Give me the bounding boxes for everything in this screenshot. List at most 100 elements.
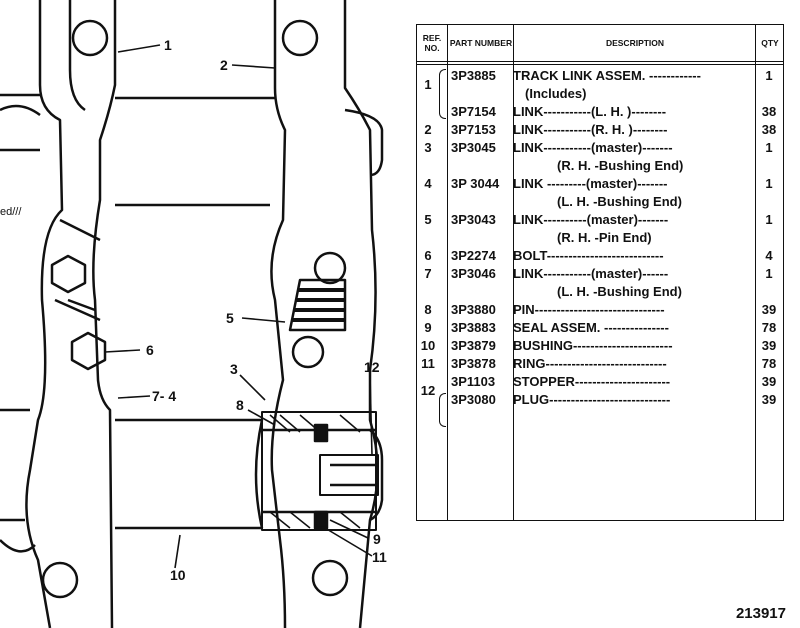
desc-cell: LINK----------(master)------- [513, 212, 669, 227]
qty-cell: 38 [761, 122, 777, 137]
desc-cell: STOPPER---------------------- [513, 374, 671, 389]
table-row: (R. H. -Pin End) [417, 229, 783, 247]
header-qty: QTY [761, 38, 779, 48]
qty-cell: 1 [765, 176, 773, 191]
callout-3: 3 [230, 361, 238, 377]
right-link-outline [270, 0, 287, 628]
part-cell: 3P3879 [451, 338, 496, 353]
qty-cell: 4 [765, 248, 773, 263]
pin-section [261, 411, 377, 531]
table-row: 12 3P1103 STOPPER---------------------- 39 [417, 373, 783, 398]
table-row: 5 3P3043 LINK----------(master)------- 1 [417, 211, 783, 229]
desc-cell: RING---------------------------- [513, 356, 667, 371]
desc-cell: PLUG---------------------------- [513, 392, 671, 407]
seal-lower [313, 510, 329, 530]
right-pin-hole-bottom [311, 559, 349, 597]
callout-11: 11 [372, 549, 387, 565]
figure-number: 213917 [735, 605, 786, 622]
desc-cell: (L. H. -Bushing End) [557, 284, 682, 299]
ref-cell: 11 [421, 356, 435, 371]
right-pin-hole-mid2 [291, 335, 325, 369]
ref-cell: 1 [424, 77, 432, 92]
qty-cell: 1 [765, 266, 773, 281]
qty-cell: 1 [765, 140, 773, 155]
desc-cell: TRACK LINK ASSEM. ------------ [513, 68, 701, 83]
table-row: 3P3080 PLUG---------------------------- 39 [417, 391, 783, 409]
callout-10: 10 [170, 567, 186, 583]
stopper-plug [319, 454, 379, 496]
upper-cross-member [115, 96, 275, 207]
left-pin-hole-top [71, 19, 109, 57]
qty-cell: 39 [761, 338, 777, 353]
table-row: 10 3P3879 BUSHING----------------------- 39 [417, 337, 783, 355]
part-cell: 3P 3044 [451, 176, 500, 191]
callout-9: 9 [373, 531, 381, 547]
bolt-head-lower [70, 331, 107, 371]
desc-cell: (R. H. -Bushing End) [557, 158, 684, 173]
part-cell: 3P1103 [451, 374, 496, 389]
table-row: (R. H. -Bushing End) [417, 157, 783, 175]
part-cell: 3P3878 [451, 356, 496, 371]
left-pin-hole-bottom [41, 561, 79, 599]
ref-cell: 7 [424, 266, 432, 281]
ref-cell: 8 [424, 302, 432, 317]
qty-cell: 38 [761, 104, 777, 119]
desc-cell: BUSHING----------------------- [513, 338, 673, 353]
part-cell: 3P3883 [451, 320, 496, 335]
right-pin-hole-top [281, 19, 319, 57]
seal-upper [313, 423, 329, 443]
desc-cell: (L. H. -Bushing End) [557, 194, 682, 209]
part-cell: 3P7153 [451, 122, 496, 137]
callout-8: 8 [236, 397, 244, 413]
table-row: (Includes) [417, 85, 783, 103]
ref-cell: 9 [424, 320, 432, 335]
ref-cell: 3 [424, 140, 432, 155]
right-pin-hole-mid1 [313, 251, 347, 285]
bolt-head-upper [50, 254, 87, 294]
callout-2: 2 [220, 57, 228, 73]
brace-group-12 [439, 393, 446, 427]
desc-cell: (R. H. -Pin End) [557, 230, 652, 245]
brace-group-1 [439, 69, 446, 119]
track-link-diagram: 1 2 5 6 7- 4 3 8 12 9 11 10 [0, 0, 387, 628]
qty-cell: 78 [761, 320, 777, 335]
ref-cell: 4 [424, 176, 432, 191]
qty-cell: 78 [761, 356, 777, 371]
bushing-body [115, 418, 264, 530]
qty-cell: 39 [761, 392, 777, 407]
qty-cell: 39 [761, 374, 777, 389]
stray-text: ed/// [0, 206, 22, 218]
qty-cell: 39 [761, 302, 777, 317]
table-row: (L. H. -Bushing End) [417, 193, 783, 211]
table-row: 11 3P3878 RING----------------------------… [417, 355, 783, 373]
table-row: (L. H. -Bushing End) [417, 283, 783, 301]
table-row: 9 3P3883 SEAL ASSEM. --------------- 78 [417, 319, 783, 337]
part-cell: 3P3080 [451, 392, 496, 407]
part-cell: 3P3043 [451, 212, 496, 227]
part-cell: 3P3880 [451, 302, 496, 317]
desc-cell: LINK-----------(master)------ [513, 266, 669, 281]
ref-cell: 12 [420, 383, 436, 398]
callout-5: 5 [226, 310, 234, 326]
qty-cell: 1 [765, 212, 773, 227]
ref-cell: 5 [424, 212, 432, 227]
part-cell: 3P7154 [451, 104, 496, 119]
callout-7-4: 7- 4 [152, 388, 176, 404]
desc-cell: SEAL ASSEM. --------------- [513, 320, 669, 335]
part-cell: 3P3045 [451, 140, 496, 155]
desc-cell: BOLT--------------------------- [513, 248, 664, 263]
ref-cell: 2 [424, 122, 432, 137]
header-ref-no: REF. NO. [422, 33, 442, 53]
callout-1: 1 [164, 37, 172, 53]
ref-cell: 6 [424, 248, 432, 263]
ref-cell: 10 [420, 338, 436, 353]
desc-cell: LINK ---------(master)------- [513, 176, 668, 191]
